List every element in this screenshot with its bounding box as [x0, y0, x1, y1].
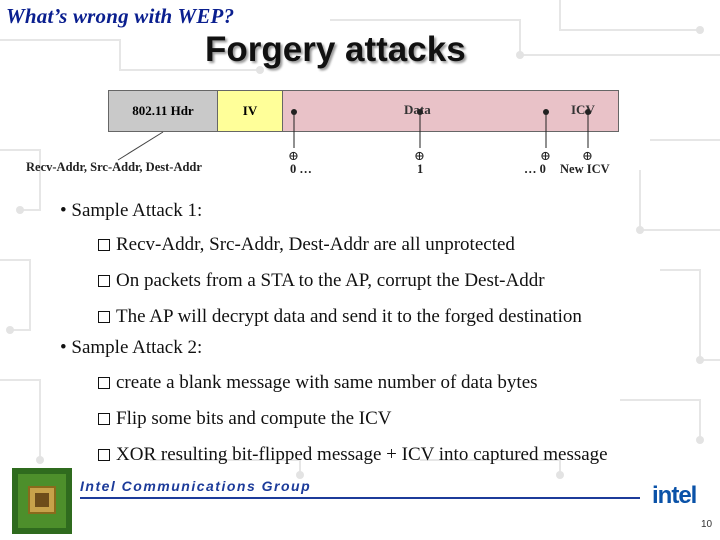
xor-symbol-icon: ⊕ [288, 148, 299, 163]
packet-data-label: Data [404, 102, 431, 117]
list-item: create a blank message with same number … [98, 372, 538, 394]
list-item: Flip some bits and compute the ICV [98, 408, 391, 430]
xor-value-0: 0 … [290, 162, 312, 176]
xor-symbol-icon: ⊕ [414, 148, 425, 163]
list-item-text: The AP will decrypt data and send it to … [116, 306, 582, 327]
checkbox-bullet-icon [98, 275, 110, 287]
packet-header-field: 802.11 Hdr [108, 90, 218, 132]
list-item: Recv-Addr, Src-Addr, Dest-Addr are all u… [98, 234, 515, 256]
slide-title: Forgery attacks [205, 30, 466, 69]
address-fields-label: Recv-Addr, Src-Addr, Dest-Addr [26, 160, 202, 174]
list-item-text: Flip some bits and compute the ICV [116, 408, 392, 429]
list-item-text: create a blank message with same number … [116, 372, 538, 393]
list-item-text: On packets from a STA to the AP, corrupt… [116, 270, 545, 291]
list-item-text: XOR resulting bit-flipped message + ICV … [116, 444, 608, 465]
page-number: 10 [701, 519, 713, 530]
xor-symbol-icon: ⊕ [540, 148, 551, 163]
footer-group-name: Intel Communications Group [80, 478, 312, 494]
bullet-sample-attack-2: • Sample Attack 2: [60, 337, 203, 358]
checkbox-bullet-icon [98, 377, 110, 389]
xor-value-1: 1 [417, 162, 424, 176]
list-item: XOR resulting bit-flipped message + ICV … [98, 444, 608, 466]
footer-divider [80, 497, 640, 499]
list-item: The AP will decrypt data and send it to … [98, 306, 582, 328]
header-title: What’s wrong with WEP? [6, 4, 235, 28]
packet-iv-field: IV [217, 90, 283, 132]
checkbox-bullet-icon [98, 449, 110, 461]
xor-value-2: … 0 [524, 162, 546, 176]
chip-logo-icon [12, 468, 72, 534]
list-item: On packets from a STA to the AP, corrupt… [98, 270, 545, 292]
intel-logo: intel [652, 482, 697, 509]
xor-symbol-icon: ⊕ [582, 148, 593, 163]
packet-connectors [117, 109, 591, 161]
checkbox-bullet-icon [98, 311, 110, 323]
checkbox-bullet-icon [98, 239, 110, 251]
bullet-sample-attack-1: • Sample Attack 1: [60, 200, 203, 221]
list-item-text: Recv-Addr, Src-Addr, Dest-Addr are all u… [116, 234, 515, 255]
packet-data-field [282, 90, 619, 132]
xor-value-new-icv: New ICV [560, 162, 610, 176]
checkbox-bullet-icon [98, 413, 110, 425]
